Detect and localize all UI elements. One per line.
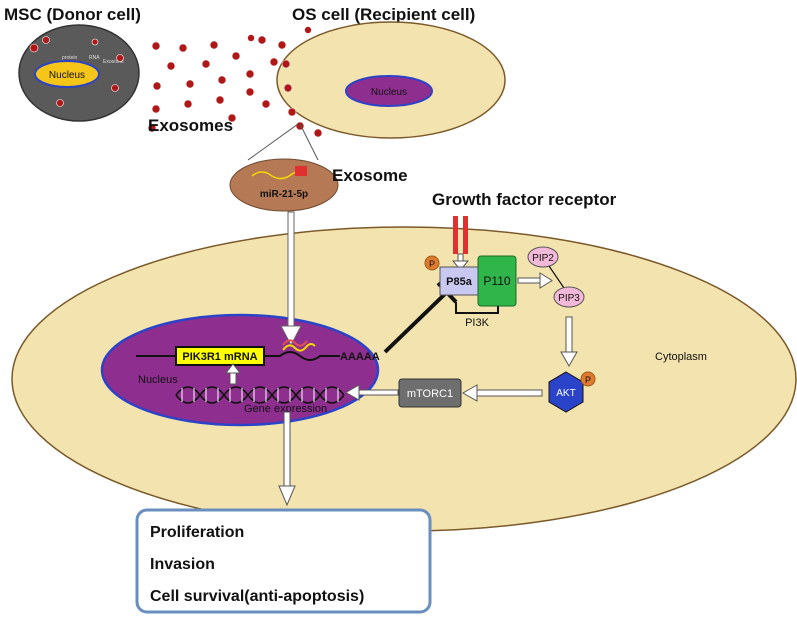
msc-tiny-exosome: Exosome	[103, 59, 124, 65]
mrna-strand	[136, 351, 340, 361]
os-recipient-cell: Nucleus	[276, 21, 506, 139]
pip2-to-pip3-line	[548, 265, 565, 289]
exosome-label: Exosome	[332, 166, 408, 185]
dna-helix	[175, 386, 345, 404]
arrow-akt-to-mtorc1	[461, 384, 543, 402]
nucleus-label: Nucleus	[138, 374, 178, 386]
zoom-line-left	[247, 123, 299, 161]
receptor-bar-left	[453, 216, 458, 254]
p85-label: P85a	[446, 276, 473, 288]
gene-expression-label: Gene expression	[244, 403, 327, 415]
exosome-cargo-square	[295, 166, 307, 176]
arrow-mtorc1-to-nucleus	[344, 384, 399, 401]
outcome-invasion: Invasion	[150, 556, 215, 573]
polya-tail: AAAAA	[340, 351, 380, 363]
recipient-nucleus	[100, 313, 380, 427]
os-nucleus-label: Nucleus	[371, 87, 407, 98]
pip2-node	[527, 246, 559, 268]
arrow-pi3k-to-pip	[517, 272, 553, 289]
zoom-line-right	[299, 123, 319, 161]
receptor-bar-right	[463, 216, 468, 254]
os-nucleus	[345, 75, 433, 107]
arrow-pip3-to-akt	[560, 316, 578, 368]
akt-phospho-label: P	[585, 375, 591, 385]
msc-inner-dots	[29, 36, 124, 107]
p85-phospho-badge	[424, 255, 440, 271]
exosomes-label: Exosomes	[148, 116, 233, 135]
arrow-dna-to-mrna	[224, 363, 242, 385]
exosome-shape	[229, 158, 339, 212]
free-exosome-dots	[147, 34, 279, 133]
pi3k-bracket	[455, 302, 499, 314]
outcome-cell-survival: Cell survival(anti-apoptosis)	[150, 588, 364, 605]
exosome-body: miR-21-5p	[229, 158, 339, 212]
arrow-receptor-to-p85	[451, 253, 470, 271]
os-title: OS cell (Recipient cell)	[292, 5, 475, 24]
mrna-box	[175, 346, 265, 366]
msc-nucleus-label: Nucleus	[49, 70, 85, 81]
growth-factor-receptor	[453, 216, 468, 254]
mrna-label: PIK3R1 mRNA	[182, 351, 257, 363]
cytoplasm-label: Cytoplasm	[655, 351, 707, 363]
msc-nucleus	[34, 60, 100, 88]
pip3-label: PIP3	[558, 293, 580, 304]
p110-label: P110	[483, 274, 510, 288]
msc-title: MSC (Donor cell)	[4, 5, 141, 24]
pip2-label: PIP2	[532, 253, 554, 264]
akt-label: AKT	[556, 388, 575, 399]
msc-tiny-protein: protein	[62, 55, 78, 61]
outcomes-box	[135, 508, 432, 614]
arrow-exosome-to-nucleus	[280, 211, 302, 347]
p85-phospho-label: P	[429, 259, 435, 269]
akt-phospho-badge	[580, 371, 596, 387]
pi3k-complex: P P85a P110 PI3K	[424, 255, 517, 329]
mirna-label: miR-21-5p	[260, 189, 308, 200]
msc-tiny-rna: RNA	[89, 55, 100, 61]
inhibition-line	[383, 290, 449, 354]
mtorc1-box	[398, 378, 462, 408]
pip3-node	[553, 286, 585, 308]
msc-donor-cell: Nucleus protein RNA Exosome	[18, 24, 140, 122]
pi3k-label: PI3K	[465, 317, 490, 329]
mirna-binding-strands	[282, 339, 316, 352]
arrow-nucleus-to-outcomes	[278, 411, 296, 507]
outcome-proliferation: Proliferation	[150, 524, 244, 541]
p85-box	[439, 266, 479, 296]
growth-factor-label: Growth factor receptor	[432, 190, 617, 209]
mtorc1-label: mTORC1	[407, 388, 453, 400]
